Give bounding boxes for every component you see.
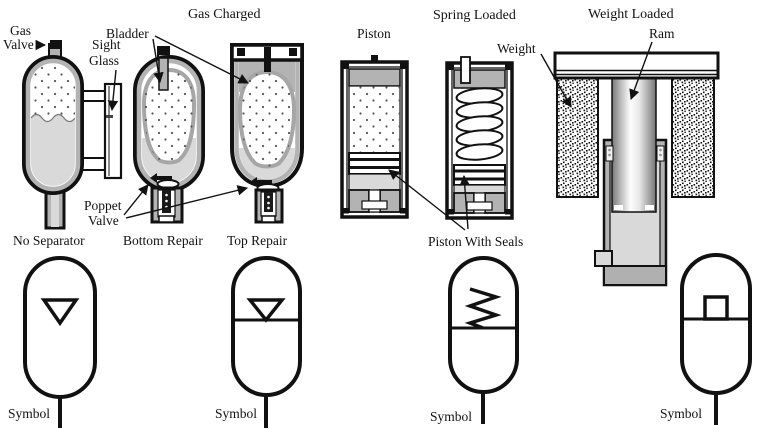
weight-block-right xyxy=(671,77,715,198)
label-sight-glass-line2: Glass xyxy=(89,53,119,68)
fluid-region xyxy=(453,184,506,194)
fluid-region xyxy=(31,114,75,186)
label-gas-valve-line2: Valve xyxy=(3,37,34,52)
bottom-port xyxy=(348,189,401,213)
poppet-valve-arrow-2 xyxy=(125,185,249,219)
ram-seal-right xyxy=(645,205,654,210)
accumulator-symbol-no-separator xyxy=(23,256,97,428)
bladder-arrow-1 xyxy=(152,38,164,84)
spring-coil xyxy=(455,87,504,161)
label-bottom-repair: Bottom Repair xyxy=(123,233,203,248)
piston-with-seals xyxy=(348,152,401,175)
accumulator-symbol-spring-loaded xyxy=(448,256,519,424)
label-gas-valve-line1: Gas xyxy=(10,23,31,38)
ram-arrow xyxy=(629,41,653,100)
weight-block-left xyxy=(556,77,599,198)
label-top-repair: Top Repair xyxy=(227,233,288,248)
poppet-valve-arrow-1 xyxy=(123,184,149,216)
label-weight: Weight xyxy=(497,41,536,56)
weight-platform xyxy=(553,51,720,80)
gland-seals xyxy=(605,145,665,162)
gas-valve-stem xyxy=(158,57,169,91)
triangle-down-glyph xyxy=(40,298,80,327)
label-symbol-3: Symbol xyxy=(430,409,472,424)
label-piston-with-seals: Piston With Seals xyxy=(428,234,523,249)
spring-glyph xyxy=(464,287,502,330)
label-no-separator: No Separator xyxy=(13,233,85,248)
label-poppet-valve-line2: Valve xyxy=(88,213,119,228)
label-poppet-valve-line1: Poppet xyxy=(84,198,122,213)
bladder-top-repair-accumulator xyxy=(230,43,304,224)
ram-seal-left xyxy=(614,205,623,210)
label-symbol-1: Symbol xyxy=(8,406,50,421)
valve-stem xyxy=(460,56,471,84)
label-bladder: Bladder xyxy=(106,26,149,41)
label-ram: Ram xyxy=(649,26,675,41)
piston-accumulator xyxy=(340,55,409,219)
weight-loaded-accumulator xyxy=(553,51,720,287)
bladder-bottom-repair-accumulator xyxy=(133,46,205,224)
fluid-region xyxy=(348,173,401,191)
bottom-port xyxy=(453,192,506,214)
gas-region xyxy=(349,86,400,153)
piston-seals-arrow-2 xyxy=(459,174,470,230)
gas-region xyxy=(31,64,75,116)
label-gas-charged: Gas Charged xyxy=(188,7,260,22)
sight-glass xyxy=(77,82,123,180)
weight-glyph xyxy=(703,295,729,321)
label-spring-loaded: Spring Loaded xyxy=(433,8,516,23)
label-symbol-4: Symbol xyxy=(660,406,702,421)
label-symbol-2: Symbol xyxy=(215,406,257,421)
accumulator-symbol-gas-charged xyxy=(231,256,302,428)
piston-with-seals xyxy=(453,164,506,186)
label-sight-glass-line1: Sight xyxy=(92,37,121,52)
spring-loaded-accumulator xyxy=(445,56,514,220)
accumulator-symbol-weight-loaded xyxy=(680,253,752,425)
label-piston: Piston xyxy=(357,26,391,41)
triangle-down-glyph xyxy=(246,298,286,323)
ram xyxy=(611,75,657,213)
sight-glass-arrow xyxy=(107,69,119,112)
top-repair-cap xyxy=(230,43,304,72)
label-weight-loaded: Weight Loaded xyxy=(588,7,674,22)
inlet-port xyxy=(594,250,613,267)
piston-seals-arrow-1 xyxy=(388,169,466,231)
weight-arrow xyxy=(540,53,572,108)
top-cap xyxy=(348,68,401,87)
poppet-valve xyxy=(150,173,184,224)
bladder-arrow-2 xyxy=(154,35,249,84)
leader-lines xyxy=(35,35,653,231)
poppet-valve xyxy=(250,177,284,224)
